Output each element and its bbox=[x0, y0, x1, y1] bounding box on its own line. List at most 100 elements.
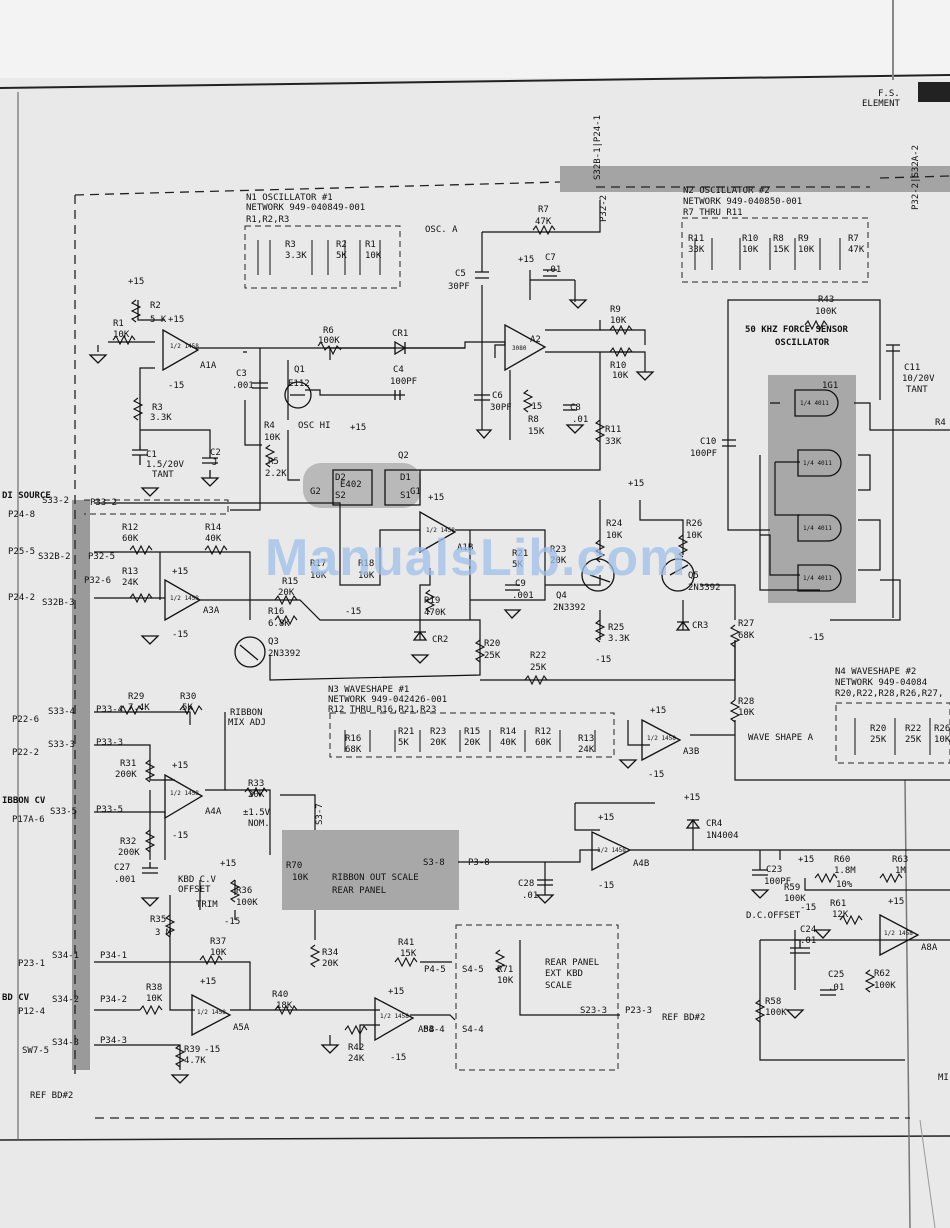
r7-label: R7 bbox=[538, 205, 549, 215]
nand-gates bbox=[794, 389, 842, 592]
n2-network: NETWORK 949-040850-001 bbox=[683, 197, 802, 207]
ground-symbols bbox=[88, 299, 832, 1084]
c1-type: TANT bbox=[152, 470, 174, 480]
r9-label: R9 bbox=[610, 305, 621, 315]
fs-element-label: F.S. bbox=[878, 89, 900, 99]
supply-pos-3: +15 bbox=[518, 255, 534, 265]
c6-value: 30PF bbox=[490, 403, 512, 413]
transistor-ref-2: Q3 bbox=[268, 637, 279, 647]
transistor-ref-4: Q5 bbox=[688, 571, 699, 581]
r12-label: R12 bbox=[122, 523, 138, 533]
sw7-5-label: SW7-5 bbox=[22, 1046, 49, 1056]
c1-value: 1.5/20V bbox=[146, 460, 185, 470]
c6-label: C6 bbox=[492, 391, 503, 401]
n1-title: N1 OSCILLATOR #1 bbox=[246, 193, 333, 203]
n2-title: N2 OSCILLATOR #2 bbox=[683, 186, 770, 196]
mi-label: MI bbox=[938, 1073, 949, 1083]
n2-parts: R7 THRU R11 bbox=[683, 208, 743, 218]
supply-pos-6: +15 bbox=[628, 479, 644, 489]
c10-label: C10 bbox=[700, 437, 716, 447]
q2-d1: D1 bbox=[400, 473, 411, 483]
r17-label: R17 bbox=[310, 559, 326, 569]
n3-network: NETWORK 949-042426-001 bbox=[328, 695, 447, 705]
nand-gate-3 bbox=[797, 514, 842, 542]
resistor-symbols bbox=[112, 224, 903, 1068]
n1-resistor-ref-0: R3 bbox=[285, 240, 296, 250]
r36-label: R36 bbox=[236, 886, 252, 896]
r8-label: R8 bbox=[528, 415, 539, 425]
r63-label: R63 bbox=[892, 855, 908, 865]
r34-label: R34 bbox=[322, 948, 338, 958]
opamp-ref-9: A8A bbox=[921, 943, 938, 953]
r37-value: 10K bbox=[210, 948, 227, 958]
opamp-A1B bbox=[419, 510, 457, 554]
c11-type: TANT bbox=[906, 385, 928, 395]
c2-value: J bbox=[212, 458, 217, 468]
r25-label: R25 bbox=[608, 623, 624, 633]
supply-neg-10: -15 bbox=[204, 1045, 220, 1055]
n3-resistor-value-6: 24K bbox=[578, 745, 595, 755]
ribbon-cv-label: IBBON CV bbox=[2, 796, 46, 806]
r15-label: R15 bbox=[282, 577, 298, 587]
fs-gate-box bbox=[768, 375, 856, 603]
n3-resistor-ref-1: R21 bbox=[398, 727, 414, 737]
opamp-type-5: 1/2 1458 bbox=[647, 735, 676, 742]
supply-pos-2: +15 bbox=[168, 315, 184, 325]
q2-g1: G1 bbox=[410, 487, 421, 497]
bd-cv-label: BD CV bbox=[2, 993, 30, 1003]
r19-label: R19 bbox=[424, 596, 440, 606]
n3-network-box bbox=[329, 712, 615, 758]
r29-label: R29 bbox=[128, 692, 144, 702]
n3-resistor-value-5: 60K bbox=[535, 738, 552, 748]
cr2-label: CR2 bbox=[432, 635, 448, 645]
n1-resistor-ref-2: R1 bbox=[365, 240, 376, 250]
r7-value: 47K bbox=[535, 217, 552, 227]
transistor-Q5 bbox=[661, 558, 695, 592]
supply-neg-9: -15 bbox=[224, 917, 240, 927]
r36-value: 100K bbox=[236, 898, 258, 908]
r10-value: 10K bbox=[612, 371, 629, 381]
r32-label: R32 bbox=[120, 837, 136, 847]
n3-resistor-ref-6: R13 bbox=[578, 734, 594, 744]
supply-pos-15: +15 bbox=[798, 855, 814, 865]
r33-value: 20K bbox=[248, 790, 265, 800]
opamp-A4A bbox=[164, 773, 204, 820]
p22-2-label: P22-2 bbox=[12, 748, 39, 758]
s3-7-label: S3-7 bbox=[315, 803, 325, 825]
p32-5-label: P32-5 bbox=[88, 552, 115, 562]
n4-resistor-value-0: 25K bbox=[870, 735, 887, 745]
net-p32-s32a: P32-2|S32A-2 bbox=[911, 145, 921, 210]
r70-value: 10K bbox=[292, 873, 309, 883]
supply-neg-12: -15 bbox=[800, 903, 816, 913]
r35-value: 3 M bbox=[155, 928, 172, 938]
r71-label: R71 bbox=[497, 965, 513, 975]
c10-value: 100PF bbox=[690, 449, 717, 459]
cr1-label: CR1 bbox=[392, 329, 408, 339]
r71-value: 10K bbox=[497, 976, 514, 986]
n2-resistor-value-2: 15K bbox=[773, 245, 790, 255]
dashed-border bbox=[74, 175, 950, 1119]
gate-type-3: 1/4 4011 bbox=[803, 575, 832, 582]
supply-neg-4: -15 bbox=[595, 655, 611, 665]
r19-value: 470K bbox=[424, 608, 446, 618]
r5-label: R5 bbox=[268, 457, 279, 467]
ribbon-out-label-2: REAR PANEL bbox=[332, 886, 386, 896]
opamp-ref-4: A4A bbox=[205, 807, 222, 817]
r62-value: 100K bbox=[874, 981, 896, 991]
supply-pos-16: +15 bbox=[888, 897, 904, 907]
n4-resistor-ref-1: R22 bbox=[905, 724, 921, 734]
transistor-Q3 bbox=[234, 636, 266, 668]
r18-label: R18 bbox=[358, 559, 374, 569]
n3-resistor-value-3: 20K bbox=[464, 738, 481, 748]
opamp-ref-2: A1B bbox=[457, 543, 473, 553]
r6-value: 100K bbox=[318, 336, 340, 346]
c11-value: 10/20V bbox=[902, 374, 935, 384]
p33-2-label: P33-2 bbox=[90, 498, 117, 508]
transistor-type-0: E112 bbox=[288, 379, 310, 389]
supply-neg-3: -15 bbox=[345, 607, 361, 617]
n1-network: NETWORK 949-040849-001 bbox=[246, 203, 365, 213]
supply-pos-8: +15 bbox=[172, 761, 188, 771]
r13-value: 24K bbox=[122, 578, 139, 588]
p23-1-label: P23-1 bbox=[18, 959, 45, 969]
supply-pos-7: +15 bbox=[172, 567, 188, 577]
